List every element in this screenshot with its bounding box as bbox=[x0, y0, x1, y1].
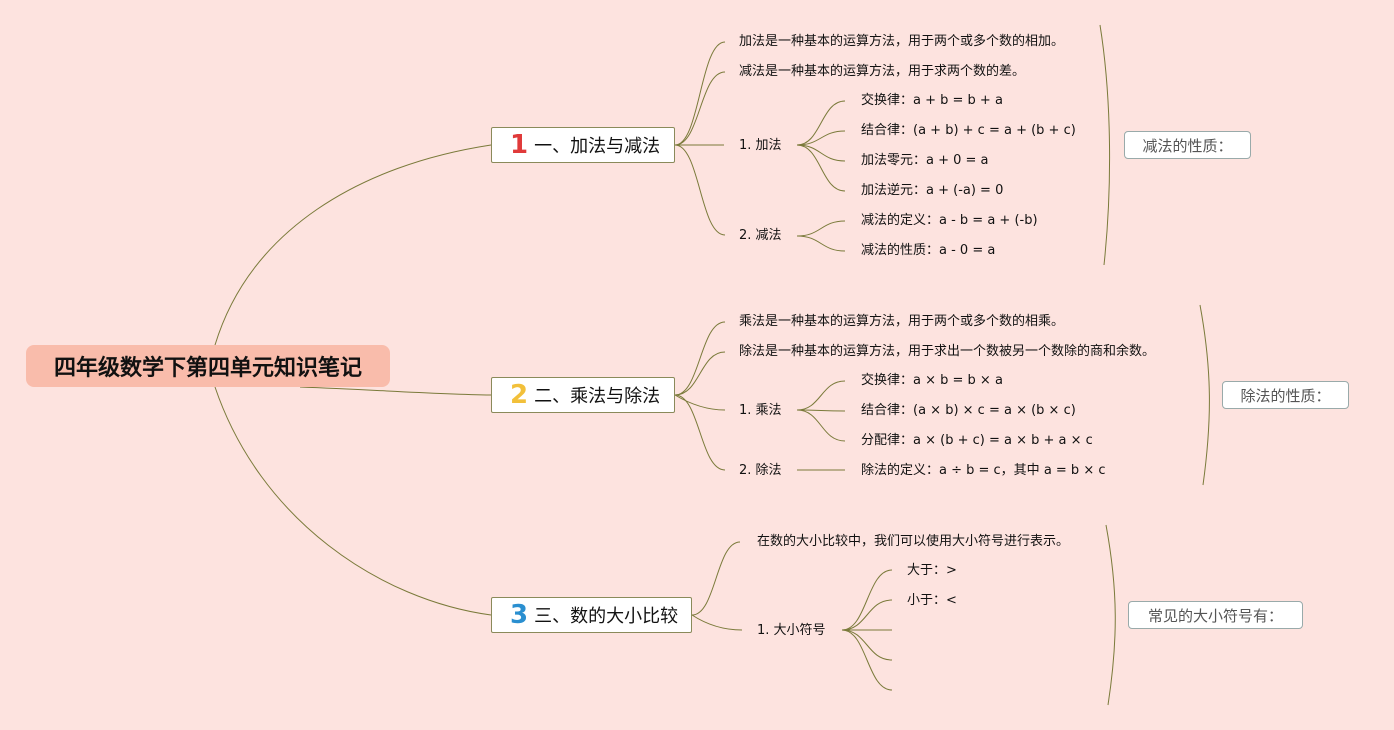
b2-link-sub2 bbox=[674, 394, 726, 471]
branch-2-note-1: 乘法是一种基本的运算方法，用于两个或多个数的相乘。 bbox=[739, 314, 1065, 329]
branch-3-number: 3 bbox=[510, 600, 529, 630]
branch-1-sub-1-item-4: 加法逆元：a + (-a) = 0 bbox=[861, 183, 1004, 198]
b1-link-note2 bbox=[674, 71, 726, 146]
b1-link-note1 bbox=[674, 41, 726, 146]
branch-3-summary[interactable]: 常见的大小符号有： bbox=[1128, 601, 1303, 629]
branch-3-summary-label: 常见的大小符号有： bbox=[1147, 606, 1283, 625]
b2-sub1-link-3 bbox=[796, 409, 846, 442]
branch-1-sub-2-item-1: 减法的定义：a - b = a + (-b) bbox=[861, 213, 1038, 228]
branch-1-sub-1: 1. 加法 bbox=[739, 138, 782, 153]
b1-bracket bbox=[1099, 24, 1111, 266]
branch-1-note-2: 减法是一种基本的运算方法，用于求两个数的差。 bbox=[739, 64, 1026, 79]
branch-2-sub-2: 2. 除法 bbox=[739, 463, 782, 478]
branch-2-sub-1-item-1: 交换律：a × b = b × a bbox=[861, 373, 1003, 388]
branch-1-sub-1-item-1: 交换律：a + b = b + a bbox=[861, 93, 1003, 108]
branch-3-sub-1-item-2: 小于：< bbox=[907, 593, 957, 608]
b1-sub2-link-2 bbox=[796, 235, 846, 252]
root-title: 四年级数学下第四单元知识笔记 bbox=[53, 356, 362, 381]
branch-3-sub-1-item-1: 大于：> bbox=[907, 563, 957, 578]
b2-sub1-link-1 bbox=[796, 380, 846, 411]
b1-link-sub2 bbox=[674, 144, 726, 236]
branch-2-sub-1: 1. 乘法 bbox=[739, 403, 782, 418]
branch-3-sub-1: 1. 大小符号 bbox=[757, 623, 826, 638]
root-topic[interactable]: 四年级数学下第四单元知识笔记 bbox=[26, 345, 390, 387]
branch-3-topic[interactable]: 3 三、数的大小比较 bbox=[491, 597, 692, 633]
root-link-2 bbox=[299, 386, 492, 396]
branch-3-label: 三、数的大小比较 bbox=[534, 606, 679, 627]
b2-bracket bbox=[1199, 304, 1210, 486]
branch-2-sub-1-item-2: 结合律：(a × b) × c = a × (b × c) bbox=[861, 403, 1076, 418]
b1-sub2-link-1 bbox=[796, 220, 846, 237]
b2-sub1-link-2 bbox=[796, 409, 846, 412]
branch-2-topic[interactable]: 2 二、乘法与除法 bbox=[491, 377, 675, 413]
b3-sub1-link-2 bbox=[841, 599, 893, 631]
b3-sub1-link-5 bbox=[841, 629, 893, 691]
branch-1-topic[interactable]: 1 一、加法与减法 bbox=[491, 127, 675, 163]
branch-2-summary-label: 除法的性质： bbox=[1240, 386, 1331, 405]
branch-2-label: 二、乘法与除法 bbox=[534, 386, 661, 407]
branch-3-note-1: 在数的大小比较中，我们可以使用大小符号进行表示。 bbox=[757, 534, 1070, 549]
root-link-1 bbox=[214, 144, 492, 346]
b3-sub1-link-1 bbox=[841, 569, 893, 631]
branch-2-note-2: 除法是一种基本的运算方法，用于求出一个数被另一个数除的商和余数。 bbox=[739, 344, 1156, 359]
branch-1-sub-2: 2. 减法 bbox=[739, 228, 782, 243]
b3-link-note1 bbox=[691, 541, 741, 616]
b3-bracket bbox=[1105, 524, 1116, 706]
b1-sub1-link-1 bbox=[796, 100, 846, 146]
branch-1-summary-label: 减法的性质： bbox=[1142, 136, 1233, 155]
branch-1-label: 一、加法与减法 bbox=[534, 136, 661, 157]
b1-sub1-link-3 bbox=[796, 144, 846, 162]
b3-link-sub1 bbox=[691, 614, 743, 631]
root-link-3 bbox=[214, 386, 492, 616]
branch-2-summary[interactable]: 除法的性质： bbox=[1222, 381, 1349, 409]
branch-2-sub-2-item-1: 除法的定义：a ÷ b = c，其中 a = b × c bbox=[861, 463, 1106, 478]
b1-sub1-link-2 bbox=[796, 130, 846, 146]
branch-1-summary[interactable]: 减法的性质： bbox=[1124, 131, 1251, 159]
b3-sub1-link-4 bbox=[841, 629, 893, 661]
b1-sub1-link-4 bbox=[796, 144, 846, 192]
b2-link-note2 bbox=[674, 351, 726, 396]
branch-2-number: 2 bbox=[510, 380, 529, 410]
branch-1-sub-1-item-3: 加法零元：a + 0 = a bbox=[861, 153, 989, 168]
branch-2-sub-1-item-3: 分配律：a × (b + c) = a × b + a × c bbox=[861, 433, 1093, 448]
branch-1-sub-1-item-2: 结合律：(a + b) + c = a + (b + c) bbox=[861, 123, 1076, 138]
branch-1-note-1: 加法是一种基本的运算方法，用于两个或多个数的相加。 bbox=[739, 34, 1065, 49]
b2-link-sub1 bbox=[674, 394, 726, 411]
branch-1-number: 1 bbox=[510, 130, 529, 160]
branch-1-sub-2-item-2: 减法的性质：a - 0 = a bbox=[861, 243, 996, 258]
b2-link-note1 bbox=[674, 321, 726, 396]
